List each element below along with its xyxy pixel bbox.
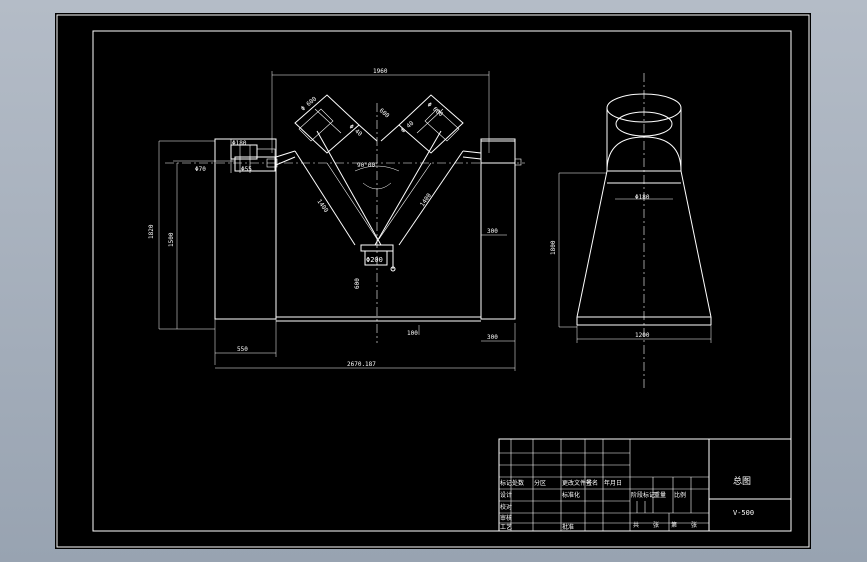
col-label-count: 处数 [512,479,524,487]
dim-dia70: Φ70 [195,166,206,173]
dim-side-dia: Φ180 [635,194,650,201]
dim-left-550: 550 [237,346,248,353]
dim-left-arm: 1400 [315,198,329,214]
sheet-unit-label-1: 张 [653,521,659,529]
weight-label: 重量 [654,491,666,499]
drawing-code: V-500 [733,509,754,517]
side-view: Φ180 1800 1200 [550,73,712,391]
front-view: 1960 [148,68,525,371]
sheet-no-label: 第 [671,521,677,529]
scale-label: 比例 [674,491,686,499]
sign-label-standard: 标准化 [562,491,580,499]
outer-frame [56,14,810,548]
dim-right-300-lower: 300 [487,334,498,341]
dim-side-height: 1800 [550,240,557,255]
row-label-design: 设计 [500,491,512,499]
left-support [214,138,277,320]
row-label-process: 工艺 [500,523,512,531]
sign-label-approve: 批准 [562,523,574,531]
dim-right-300-upper: 300 [487,228,498,235]
col-label-file: 更改文件号 [562,479,592,487]
col-label-sign: 签名 [586,479,598,487]
outlet-valve [364,250,388,266]
row-label-review: 审核 [500,514,512,522]
dim-center: 600 [378,107,391,120]
dim-right-arm: 1400 [419,192,433,208]
dim-top-width: 1960 [373,68,388,75]
dim-outlet: Φ200 [366,256,383,264]
stage-label: 阶段标记 [631,491,655,499]
sheet-unit-label-2: 张 [691,521,697,529]
dim-dia180: Φ180 [232,140,247,147]
row-label-mark: 标记 [500,479,512,487]
right-support [480,138,516,320]
dim-bottom-100: 100 [407,330,418,337]
drawing-sheet: 1960 [55,13,811,549]
col-label-date: 年月日 [604,479,622,487]
dim-height-inner: 1500 [168,232,175,247]
col-label-zone: 分区 [534,479,546,487]
sheet-total-label: 共 [633,521,639,529]
dim-center-height: 600 [354,278,361,289]
dim-angle: 90°00' [357,162,379,169]
cad-drawing: 1960 [56,14,810,548]
dim-left-angle: Φ 40 [348,123,364,138]
row-label-check: 校对 [500,503,512,511]
dim-dia55: Φ55 [241,166,252,173]
inner-frame [92,30,792,532]
title-block: 总图 V-500 标记 设计 校对 审核 工艺 处数 分区 更改文件号 签名 年… [498,438,792,532]
drawing-title: 总图 [733,475,751,487]
dim-height-outer: 1820 [148,224,155,239]
dim-total-width: 2670.187 [347,361,376,368]
dim-side-width: 1200 [635,332,650,339]
